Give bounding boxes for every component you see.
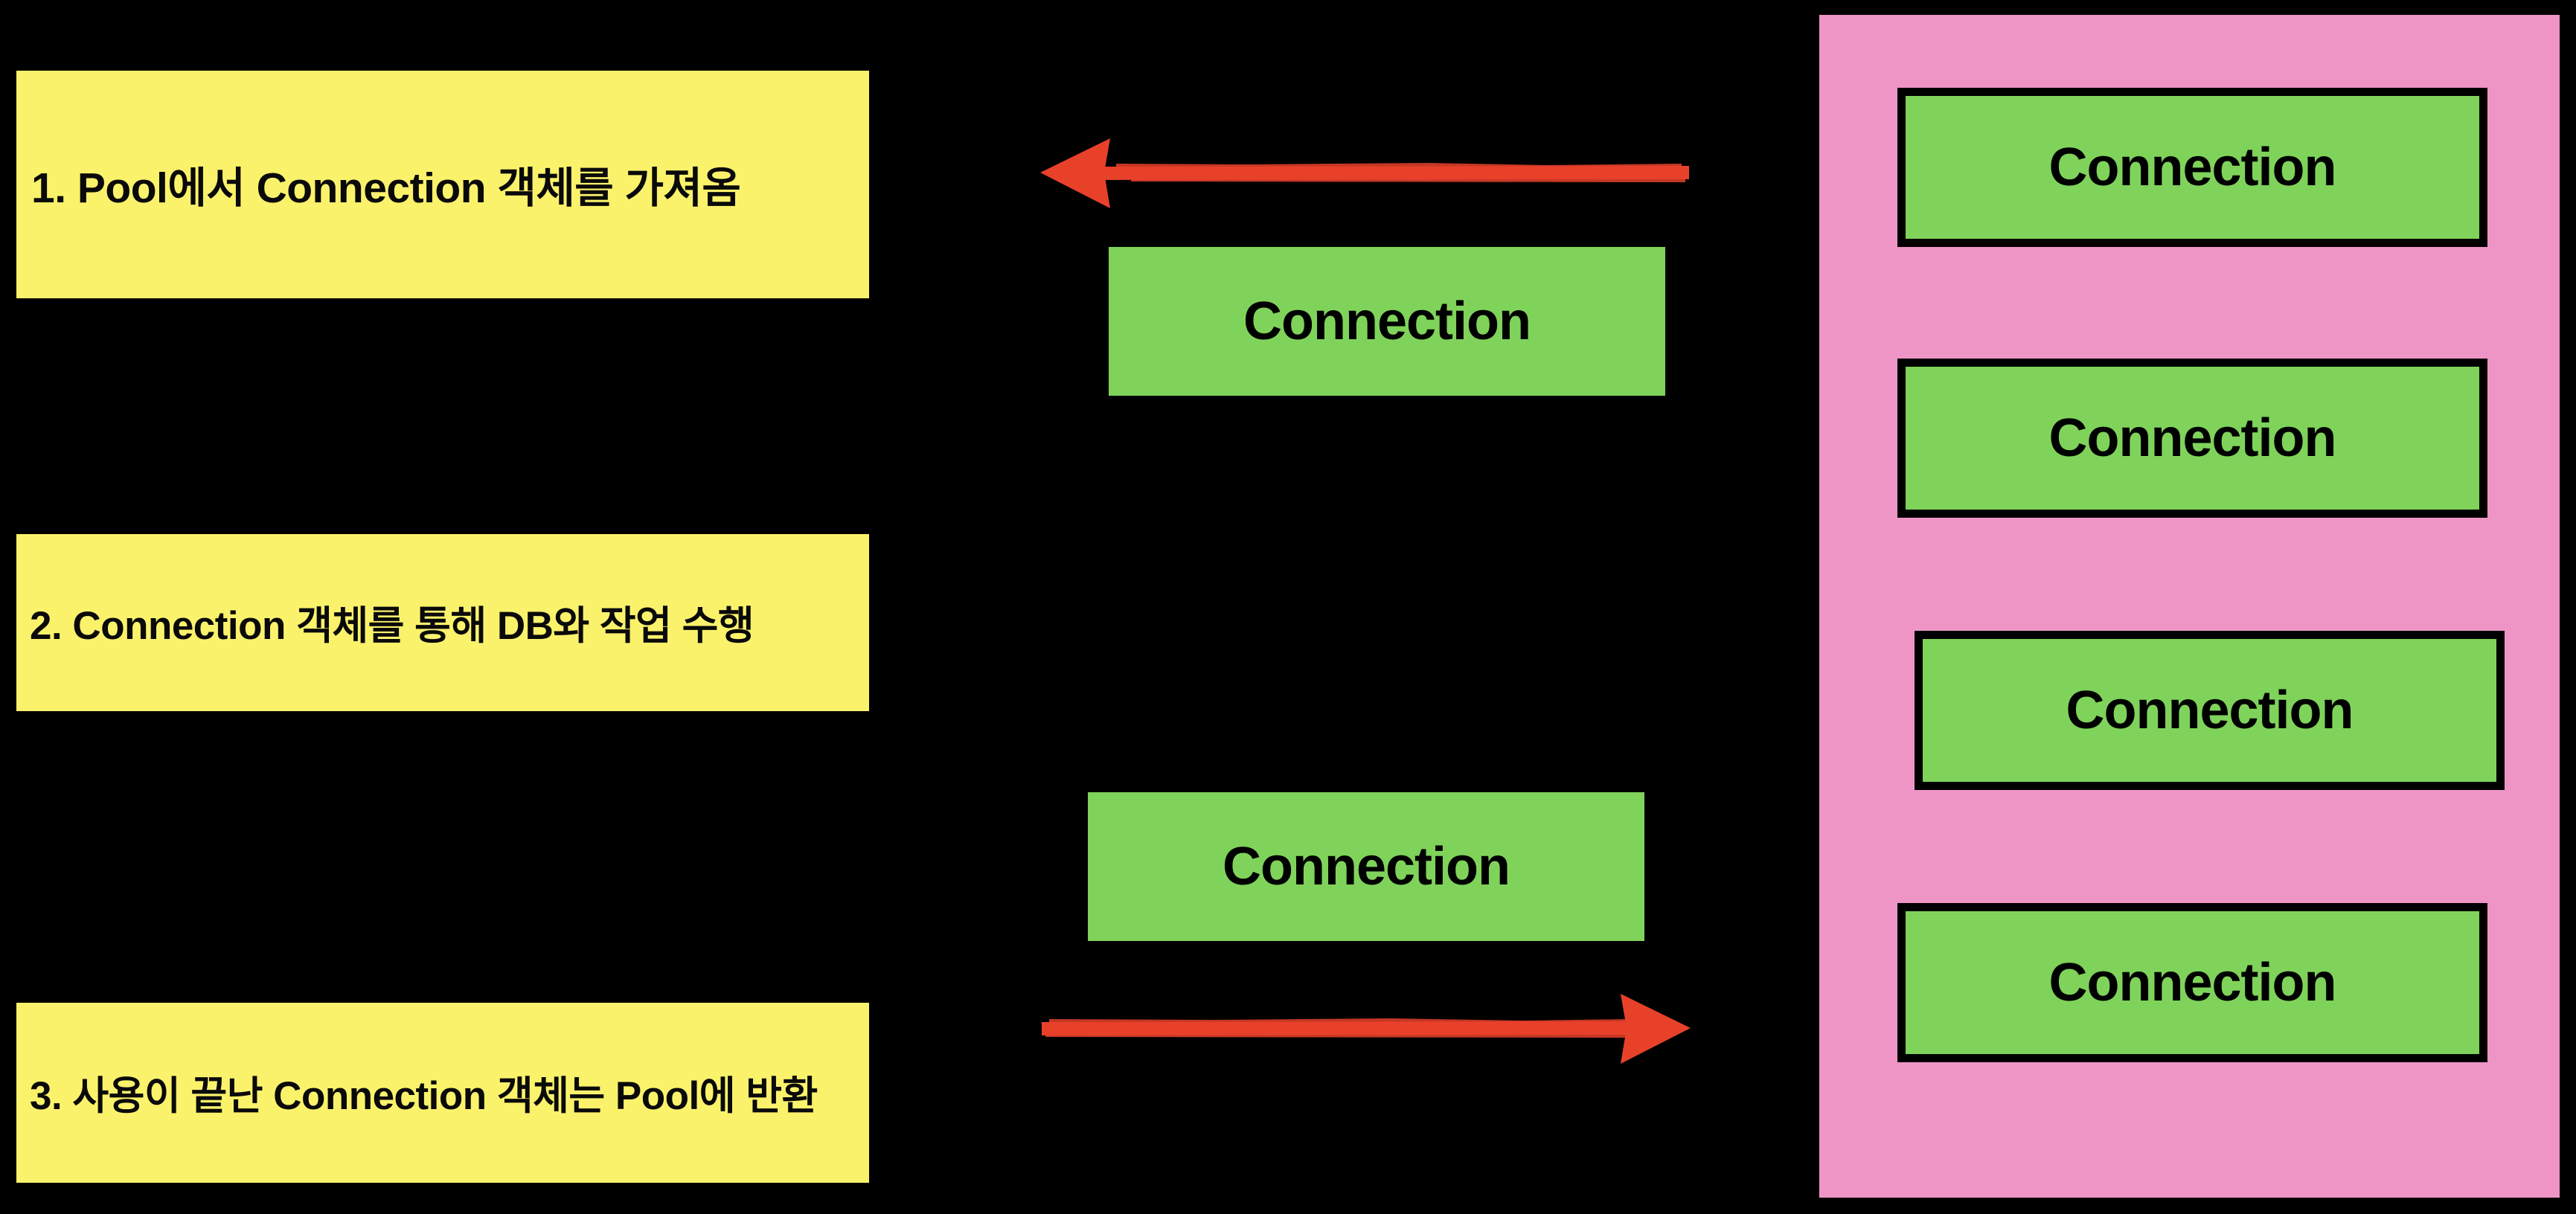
step-label-2: 2. Connection 객체를 통해 DB와 작업 수행	[30, 604, 754, 648]
step-label-3: 3. 사용이 끝난 Connection 객체는 Pool에 반환	[30, 1074, 818, 1118]
step-label-1: 1. Pool에서 Connection 객체를 가져옴	[31, 164, 741, 212]
pooled-connection-2: Connection	[1897, 359, 2487, 518]
return-arrow-right-icon	[1042, 994, 1691, 1064]
connection-label: Connection	[2048, 953, 2337, 1012]
connection-label: Connection	[2048, 138, 2337, 197]
connection-label: Connection	[1243, 292, 1531, 351]
step-box-2: 2. Connection 객체를 통해 DB와 작업 수행	[16, 534, 869, 711]
checkout-arrow-left-icon	[1040, 138, 1689, 208]
connection-pool-panel: Connection Connection Connection Connect…	[1819, 15, 2560, 1198]
step-box-3: 3. 사용이 끝난 Connection 객체는 Pool에 반환	[16, 1003, 869, 1183]
connection-block-in-use-2: Connection	[1088, 792, 1644, 941]
connection-label: Connection	[2066, 681, 2354, 740]
connection-label: Connection	[2048, 408, 2337, 468]
pooled-connection-1: Connection	[1897, 88, 2487, 247]
connection-block-in-use-1: Connection	[1109, 247, 1665, 396]
pooled-connection-4: Connection	[1897, 903, 2487, 1062]
step-box-1: 1. Pool에서 Connection 객체를 가져옴	[16, 71, 869, 298]
pooled-connection-3: Connection	[1915, 631, 2505, 790]
connection-label: Connection	[1223, 837, 1510, 896]
